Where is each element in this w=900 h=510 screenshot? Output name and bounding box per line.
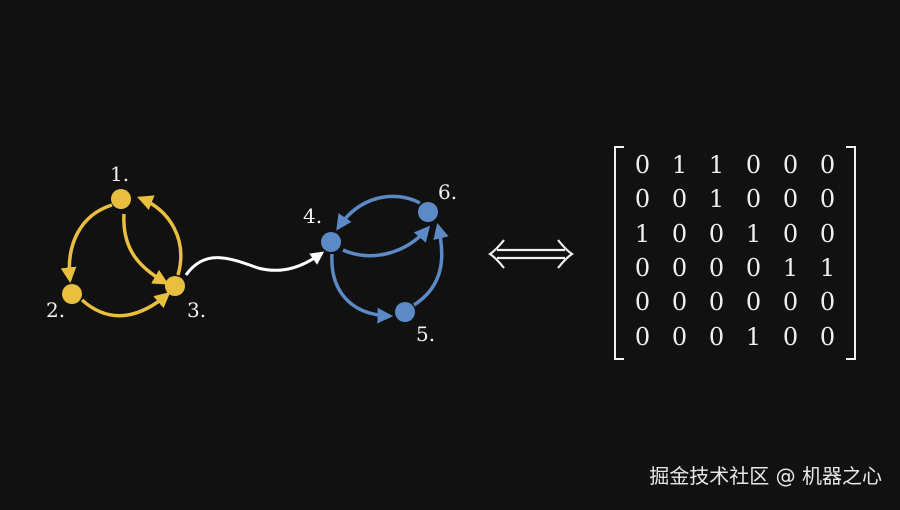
matrix-cell: 0 xyxy=(745,254,762,283)
node-1 xyxy=(111,189,131,209)
matrix-cell: 1 xyxy=(708,151,725,180)
blue-nodes xyxy=(321,202,438,322)
matrix-cell: 0 xyxy=(634,151,651,180)
matrix-cell: 1 xyxy=(671,151,688,180)
matrix-cell: 0 xyxy=(782,322,799,351)
matrix-cell: 0 xyxy=(671,185,688,214)
edge-1-3 xyxy=(122,213,169,285)
node-4-label: 4. xyxy=(303,204,323,228)
matrix-cell: 0 xyxy=(634,288,651,317)
matrix-cell: 0 xyxy=(819,219,836,248)
matrix-cell: 0 xyxy=(782,288,799,317)
matrix-cell: 0 xyxy=(634,322,651,351)
matrix-cell: 1 xyxy=(782,254,799,283)
matrix-cell: 0 xyxy=(819,151,836,180)
matrix-cell: 0 xyxy=(671,254,688,283)
watermark: 掘金技术社区 @ 机器之心 xyxy=(649,464,882,488)
matrix-cell: 0 xyxy=(671,288,688,317)
node-5-label: 5. xyxy=(416,322,436,346)
matrix-cell: 0 xyxy=(708,288,725,317)
matrix-left-bracket xyxy=(614,146,624,360)
yellow-edges xyxy=(60,195,183,318)
matrix-cell: 1 xyxy=(745,322,762,351)
edge-4-6 xyxy=(342,225,431,258)
matrix-right-bracket xyxy=(846,146,856,360)
node-4 xyxy=(321,232,341,252)
yellow-nodes xyxy=(62,189,185,304)
edge-3-1 xyxy=(137,195,183,276)
edge-5-6 xyxy=(413,222,449,307)
node-6 xyxy=(418,202,438,222)
matrix-cell: 0 xyxy=(634,254,651,283)
matrix-cell: 1 xyxy=(745,219,762,248)
matrix-cell: 0 xyxy=(708,322,725,351)
node-2 xyxy=(62,284,82,304)
edge-4-5 xyxy=(330,253,394,324)
node-6-label: 6. xyxy=(438,180,458,204)
blue-edges xyxy=(330,194,449,324)
matrix-cell: 0 xyxy=(819,185,836,214)
matrix-cell: 0 xyxy=(634,185,651,214)
edge-2-3 xyxy=(80,291,171,318)
node-3-label: 3. xyxy=(187,298,207,322)
equivalence-arrow-icon xyxy=(488,239,574,269)
matrix-cell: 0 xyxy=(745,185,762,214)
matrix-cell: 1 xyxy=(819,254,836,283)
matrix-cell: 1 xyxy=(634,219,651,248)
matrix-cell: 1 xyxy=(708,185,725,214)
edge-1-2 xyxy=(60,203,113,284)
node-1-label: 1. xyxy=(110,162,130,186)
node-5 xyxy=(395,302,415,322)
adjacency-matrix: 0 1 1 0 0 0 0 0 1 0 0 0 1 0 0 1 0 0 0 0 … xyxy=(614,146,856,360)
matrix-cell: 0 xyxy=(671,322,688,351)
matrix-cell: 0 xyxy=(708,219,725,248)
matrix-cell: 0 xyxy=(745,288,762,317)
matrix-cell: 0 xyxy=(745,151,762,180)
matrix-cell: 0 xyxy=(782,185,799,214)
edge-3-4 xyxy=(184,251,325,276)
matrix-cell: 0 xyxy=(782,219,799,248)
matrix-cell: 0 xyxy=(782,151,799,180)
edge-6-4 xyxy=(336,194,421,231)
matrix-cell: 0 xyxy=(819,322,836,351)
matrix-cell: 0 xyxy=(819,288,836,317)
matrix-cell: 0 xyxy=(708,254,725,283)
matrix-cell: 0 xyxy=(671,219,688,248)
node-2-label: 2. xyxy=(46,298,66,322)
matrix-grid: 0 1 1 0 0 0 0 0 1 0 0 0 1 0 0 1 0 0 0 0 … xyxy=(624,148,846,354)
node-3 xyxy=(165,276,185,296)
